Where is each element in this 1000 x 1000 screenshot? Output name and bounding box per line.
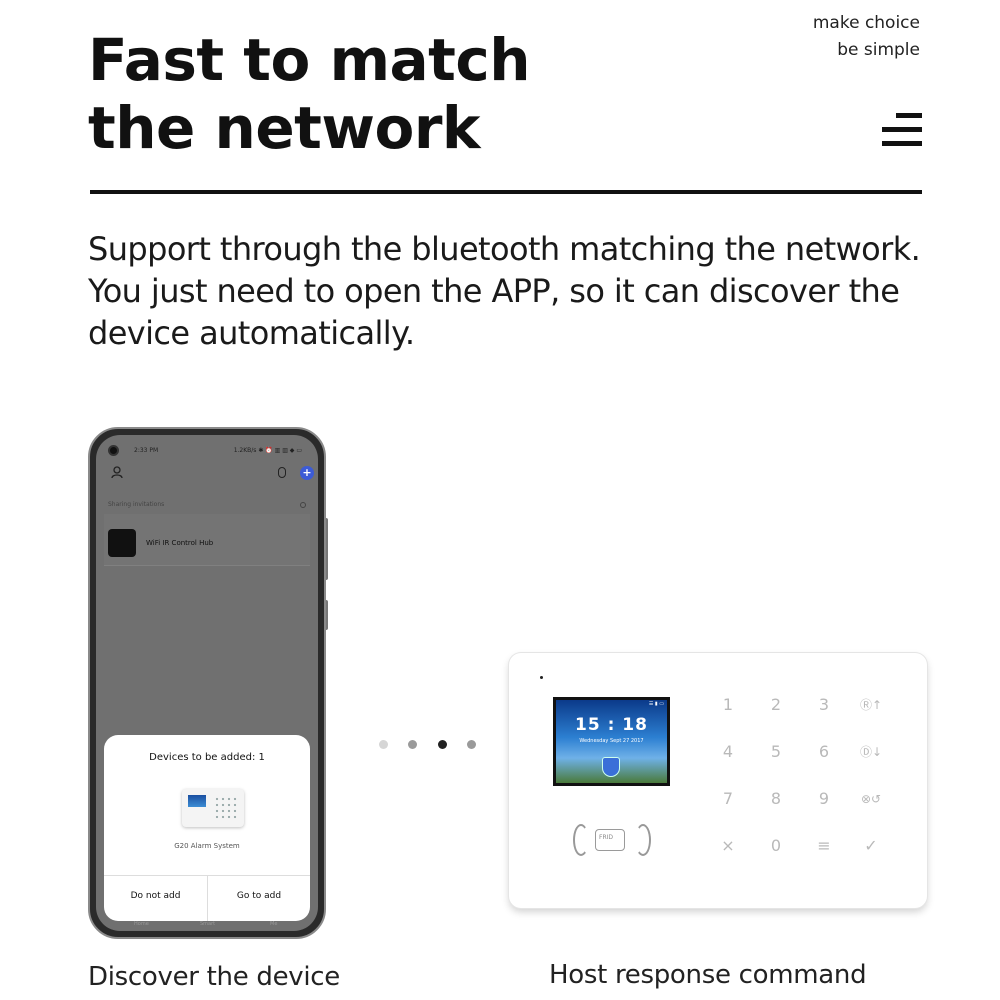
- user-icon[interactable]: [110, 465, 124, 479]
- key-9[interactable]: 9: [818, 789, 830, 808]
- phone-mockup: 2:33 PM 1.2KB/s ✱ ⏰ ⁠▥ ▥ ◆ ▭ + Sharing i…: [88, 427, 326, 939]
- carousel-indicator: [379, 740, 479, 752]
- key-6[interactable]: 6: [818, 742, 830, 761]
- dialog-device-label: G20 Alarm System: [174, 842, 240, 850]
- device-thumbnail: [108, 529, 136, 557]
- front-camera-icon: [108, 445, 119, 456]
- description-line-3: device automatically.: [88, 314, 415, 352]
- key-8[interactable]: 8: [770, 789, 782, 808]
- carousel-dot-2[interactable]: [408, 740, 417, 749]
- go-to-add-button[interactable]: Go to add: [236, 891, 282, 901]
- tagline: make choice be simple: [813, 10, 920, 64]
- key-confirm[interactable]: ✓: [864, 836, 878, 855]
- rfid-wave-right-icon: [635, 824, 651, 856]
- rfid-card-icon: [595, 829, 625, 851]
- carousel-dot-4[interactable]: [467, 740, 476, 749]
- key-4[interactable]: 4: [722, 742, 734, 761]
- description-line-1: Support through the bluetooth matching t…: [88, 230, 921, 268]
- add-device-dialog: Devices to be added: 1 G20 Alarm System …: [104, 735, 310, 921]
- dialog-button-divider: [207, 875, 208, 921]
- lcd-wallpaper: ☰ ⁠▮ ▭ 15 : 18 Wednesday Sept 27 2017: [556, 700, 667, 783]
- do-not-add-button[interactable]: Do not add: [130, 891, 181, 901]
- caption-host-response: Host response command: [549, 960, 867, 990]
- phone-volume-button: [324, 518, 328, 580]
- key-disarm-icon[interactable]: Ⓓ↓: [859, 745, 883, 759]
- indicator-led: [540, 676, 543, 679]
- key-5[interactable]: 5: [770, 742, 782, 761]
- menu-bar-middle: [882, 127, 922, 132]
- tagline-line-1: make choice: [812, 13, 920, 33]
- description-line-2: You just need to open the APP, so it can…: [88, 272, 900, 310]
- caption-discover-device: Discover the device: [88, 962, 340, 992]
- page-title: Fast to match the network: [88, 26, 531, 162]
- rfid-reader: FRID: [571, 820, 653, 860]
- nav-home[interactable]: Home: [134, 921, 149, 927]
- header-divider: [90, 190, 922, 194]
- alarm-device-keypad: [214, 796, 238, 820]
- menu-bar-top: [896, 113, 922, 118]
- title-line-1: Fast to match: [88, 26, 531, 94]
- key-1[interactable]: 1: [722, 695, 734, 714]
- lcd-date: Wednesday Sept 27 2017: [579, 738, 644, 744]
- menu-bar-bottom: [882, 141, 922, 146]
- status-icons: 1.2KB/s ✱ ⏰ ⁠▥ ▥ ◆ ▭: [233, 447, 302, 454]
- carousel-dot-3[interactable]: [438, 740, 447, 749]
- device-name: WiFi IR Control Hub: [146, 539, 214, 547]
- lcd-status-icons: ☰ ⁠▮ ▭: [648, 701, 664, 707]
- bottom-nav: Home Smart Me: [96, 921, 318, 931]
- carousel-dot-1[interactable]: [379, 740, 388, 749]
- sharing-invitations-label: Sharing invitations: [108, 501, 165, 508]
- key-menu[interactable]: ≡: [817, 836, 831, 855]
- key-2[interactable]: 2: [770, 695, 782, 714]
- nav-smart[interactable]: Smart: [200, 921, 216, 927]
- title-line-2: the network: [88, 94, 481, 162]
- microphone-icon[interactable]: [278, 467, 286, 478]
- key-sos-icon[interactable]: ⊗↺: [860, 792, 882, 806]
- dialog-title: Devices to be added: 1: [149, 752, 265, 763]
- phone-power-button: [324, 600, 328, 630]
- rfid-wave-left-icon: [573, 824, 589, 856]
- nav-me[interactable]: Me: [270, 921, 278, 927]
- key-0[interactable]: 0: [770, 836, 782, 855]
- settings-icon[interactable]: [300, 502, 306, 508]
- add-device-icon[interactable]: +: [300, 466, 314, 480]
- lcd-time: 15 : 18: [575, 715, 648, 735]
- key-3[interactable]: 3: [818, 695, 830, 714]
- alarm-lcd-display: ☰ ⁠▮ ▭ 15 : 18 Wednesday Sept 27 2017: [553, 697, 670, 786]
- key-cancel[interactable]: ×: [721, 836, 735, 855]
- key-7[interactable]: 7: [722, 789, 734, 808]
- alarm-device-thumbnail: [182, 789, 244, 827]
- phone-screen: 2:33 PM 1.2KB/s ✱ ⏰ ⁠▥ ▥ ◆ ▭ + Sharing i…: [96, 435, 318, 931]
- alarm-device-screen: [188, 795, 206, 807]
- rfid-label: FRID: [599, 834, 614, 841]
- status-time: 2:33 PM: [134, 447, 159, 454]
- device-list-item[interactable]: [104, 514, 310, 566]
- description: Support through the bluetooth matching t…: [88, 228, 948, 354]
- shield-icon: [602, 757, 620, 777]
- hamburger-menu-icon[interactable]: [882, 113, 922, 147]
- tagline-line-2: be simple: [837, 40, 920, 60]
- key-arm-icon[interactable]: Ⓡ↑: [859, 698, 883, 712]
